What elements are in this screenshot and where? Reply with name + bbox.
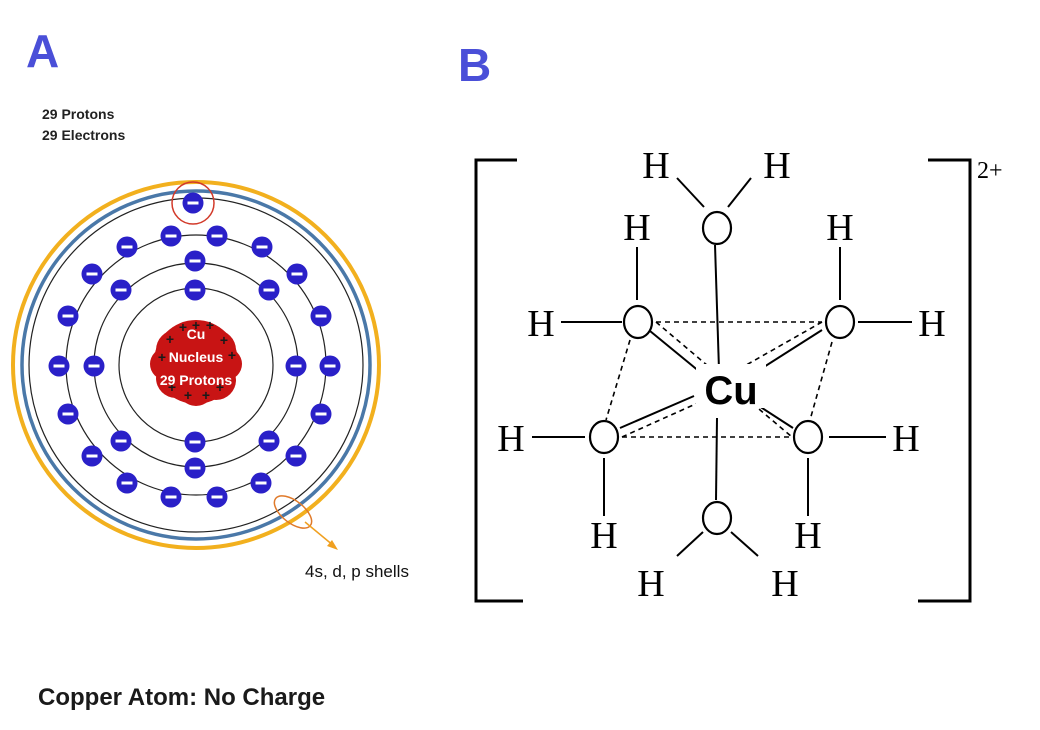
electron-minus-sign (121, 245, 133, 249)
nucleus-blob (178, 370, 214, 406)
nucleus-blob (150, 348, 182, 380)
electron-minus-sign (115, 288, 127, 292)
oxygen-atom (701, 210, 733, 246)
shell-annotation: 4s, d, p shells (305, 562, 409, 581)
proton-sign: + (220, 332, 228, 348)
hydrogen-atom: H (637, 563, 664, 605)
central-copper: Cu (704, 369, 757, 413)
oxygen-atom (824, 304, 856, 340)
valence-electron-highlight (171, 181, 215, 225)
hydrogen-atom: H (918, 303, 945, 345)
proton-sign: + (206, 317, 214, 333)
hydrogen-atom: H (642, 145, 669, 187)
electron-minus-sign (255, 481, 267, 485)
electron-minus-sign (324, 364, 336, 368)
hydrogen-atom: H (794, 515, 821, 557)
panel-b-letter: B (458, 39, 492, 91)
proton-sign: + (158, 349, 166, 365)
proton-sign: + (216, 379, 224, 395)
proton-sign: + (202, 387, 210, 403)
electron-minus-sign (290, 454, 302, 458)
bohr-model: +++++++++++ Cu Nucleus 29 Protons (11, 180, 381, 550)
nucleus-protons-label: 29 Protons (160, 372, 233, 388)
electron-minus-sign (165, 495, 177, 499)
nucleus: +++++++++++ (150, 317, 242, 406)
panel-a-letter: A (26, 25, 60, 77)
oxygen-atom (622, 304, 654, 340)
electron-minus-sign (189, 259, 201, 263)
electrons (48, 192, 341, 508)
electron-minus-sign (211, 234, 223, 238)
complex-structure: 2+ (474, 145, 1003, 605)
electron-minus-sign (53, 364, 65, 368)
nucleus-label: Nucleus (169, 349, 224, 365)
electron-minus-sign (115, 439, 127, 443)
electron-minus-sign (86, 454, 98, 458)
electron-minus-sign (263, 288, 275, 292)
hydrogen-atom: H (771, 563, 798, 605)
electron-minus-sign (88, 364, 100, 368)
proton-sign: + (179, 319, 187, 335)
electron-minus-sign (263, 439, 275, 443)
electron-minus-sign (187, 201, 199, 205)
electrons-count: 29 Electrons (42, 127, 126, 143)
electron-minus-sign (211, 495, 223, 499)
hydrogen-atom: H (590, 515, 617, 557)
hydrogen-atom: H (892, 418, 919, 460)
proton-sign: + (192, 317, 200, 333)
electron-minus-sign (62, 412, 74, 416)
nucleus-blob (178, 322, 214, 358)
oxygen-atom (588, 419, 620, 455)
electron-minus-sign (189, 466, 201, 470)
nucleus-symbol: Cu (187, 326, 206, 342)
hydrogen-atom: H (623, 207, 650, 249)
electron-minus-sign (256, 245, 268, 249)
electron-minus-sign (315, 314, 327, 318)
complex-charge: 2+ (977, 158, 1003, 184)
proton-sign: + (184, 387, 192, 403)
hydrogen-atom: H (497, 418, 524, 460)
right-bracket (918, 158, 972, 603)
electron-minus-sign (290, 364, 302, 368)
electron-minus-sign (189, 288, 201, 292)
figure-caption: Copper Atom: No Charge (38, 684, 326, 711)
outer-blue-ring (20, 189, 372, 541)
electron-minus-sign (86, 272, 98, 276)
oxygen-atom (701, 500, 733, 536)
hydrogen-atom: H (763, 145, 790, 187)
electron-minus-sign (121, 481, 133, 485)
proton-sign: + (228, 347, 236, 363)
protons-count: 29 Protons (42, 106, 115, 122)
electron-minus-sign (62, 314, 74, 318)
electron-minus-sign (165, 234, 177, 238)
electron-minus-sign (189, 440, 201, 444)
proton-sign: + (168, 379, 176, 395)
proton-sign: + (166, 331, 174, 347)
shell-pointer-arrow (304, 521, 335, 547)
electron-minus-sign (315, 412, 327, 416)
hydrogen-atom: H (826, 207, 853, 249)
left-bracket (474, 158, 523, 603)
hydrogen-atom: H (527, 303, 554, 345)
nucleus-blob (210, 348, 242, 380)
electron-minus-sign (291, 272, 303, 276)
particle-counts: 29 Protons 29 Electrons (42, 104, 125, 146)
arrow-head (327, 540, 338, 550)
oxygen-atom (792, 419, 824, 455)
